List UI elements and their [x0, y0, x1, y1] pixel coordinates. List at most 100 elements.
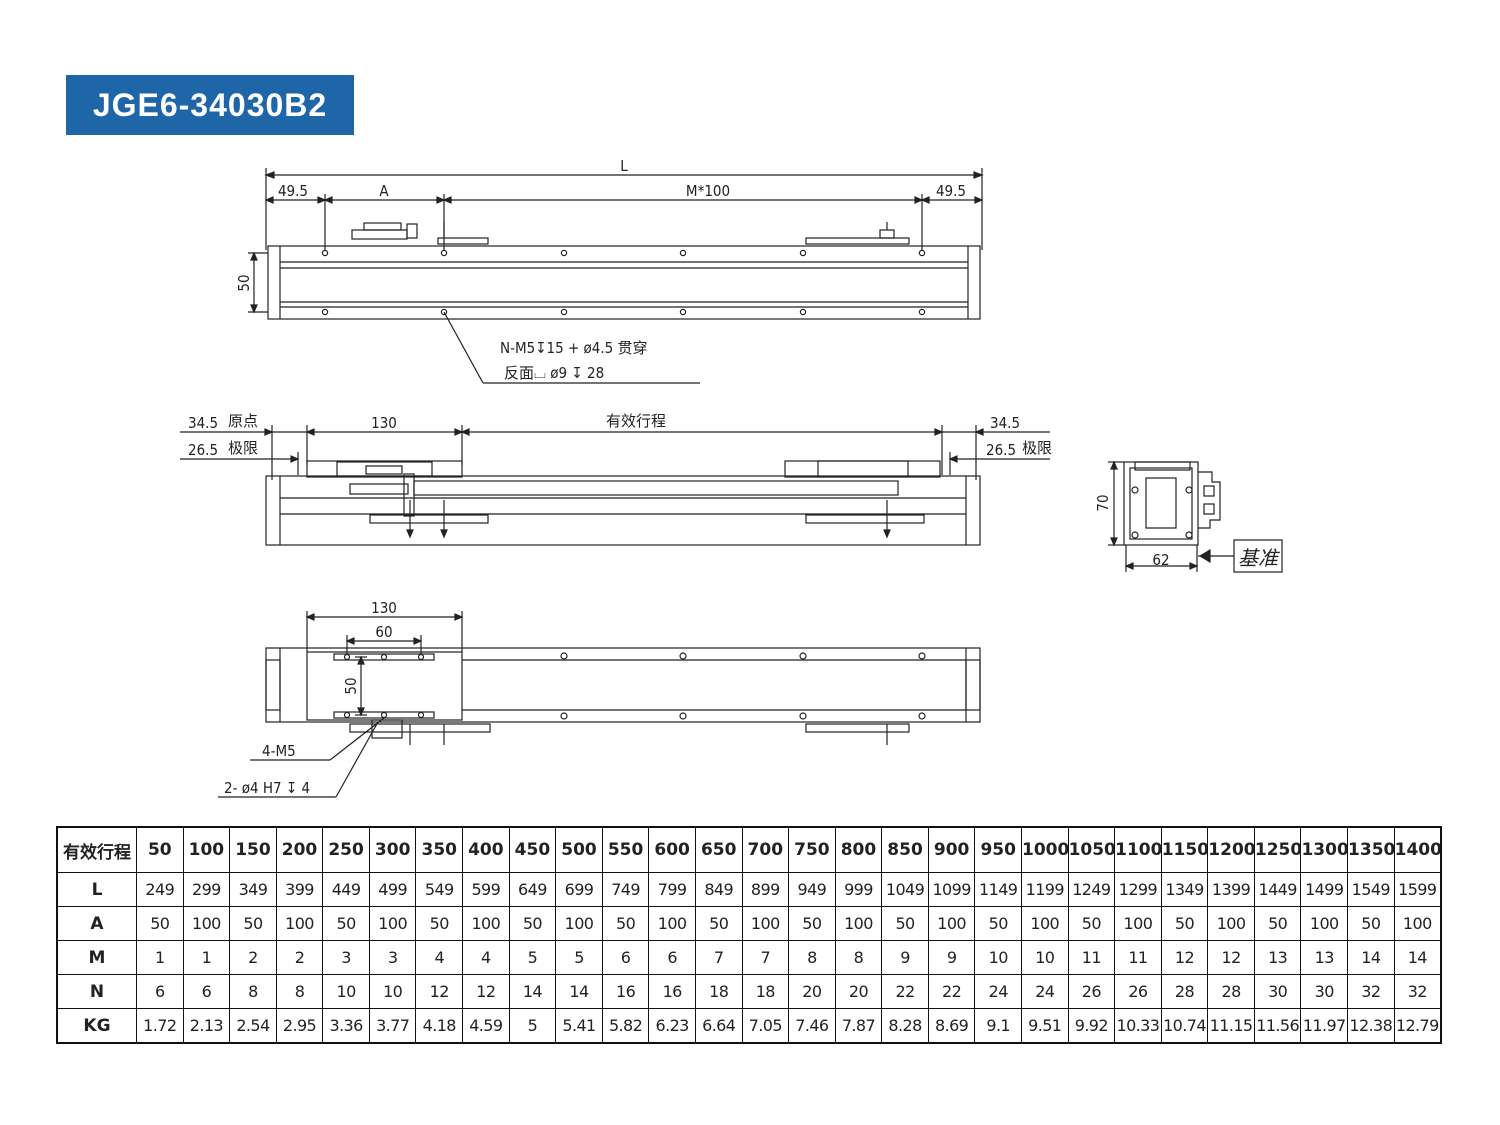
- table-cell: 32: [1347, 974, 1395, 1009]
- table-cell: 2.54: [229, 1008, 277, 1044]
- side-view: 34.5 原点 26.5 极限 130 有效行程 34.5 26.5 极限: [180, 412, 1052, 546]
- table-cell: 50: [974, 906, 1022, 941]
- datum-label: 基准: [1238, 546, 1280, 570]
- stroke-header-cell: 1300: [1300, 826, 1349, 873]
- table-cell: 11: [1067, 940, 1116, 975]
- dim-slider-side: 130: [371, 414, 397, 432]
- table-cell: 349: [229, 872, 277, 907]
- stroke-header-cell: 1100: [1114, 826, 1162, 873]
- table-cell: 599: [462, 872, 510, 907]
- table-cell: 10: [974, 940, 1022, 975]
- table-cell: 30: [1300, 974, 1349, 1009]
- table-cell: 22: [881, 974, 929, 1009]
- table-cell: 1.72: [136, 1008, 184, 1044]
- table-cell: 14: [508, 974, 557, 1009]
- table-cell: 10.33: [1114, 1008, 1162, 1044]
- table-cell: 24: [974, 974, 1022, 1009]
- table-cell: 799: [648, 872, 696, 907]
- stroke-header-cell: 200: [275, 826, 324, 873]
- table-cell: 6: [648, 940, 696, 975]
- table-cell: 8: [834, 940, 883, 975]
- stroke-header-cell: 850: [881, 826, 929, 873]
- dim-origin: 34.5: [188, 414, 218, 432]
- stroke-header-cell: 1250: [1253, 826, 1302, 873]
- stroke-header-cell: 1400: [1393, 826, 1442, 873]
- stroke-header-cell: 350: [415, 826, 464, 873]
- table-cell: 12.38: [1347, 1008, 1395, 1044]
- table-cell: 399: [275, 872, 324, 907]
- table-cell: 7: [741, 940, 790, 975]
- table-cell: 50: [322, 906, 370, 941]
- table-cell: 28: [1207, 974, 1255, 1009]
- table-cell: 6.64: [694, 1008, 743, 1044]
- table-cell: 100: [1393, 906, 1442, 941]
- table-cell: 50: [601, 906, 650, 941]
- table-cell: 1349: [1160, 872, 1209, 907]
- table-cell: 20: [834, 974, 883, 1009]
- table-cell: 100: [275, 906, 324, 941]
- table-cell: 50: [1253, 906, 1302, 941]
- dim-height-label: 50: [235, 274, 253, 291]
- table-cell: 22: [927, 974, 976, 1009]
- table-cell: 9: [881, 940, 929, 975]
- stroke-header-cell: 600: [648, 826, 696, 873]
- dim-total-label: L: [620, 157, 628, 175]
- stroke-header-cell: 1350: [1347, 826, 1395, 873]
- table-cell: 100: [1207, 906, 1255, 941]
- stroke-header-cell: 750: [788, 826, 836, 873]
- table-cell: 100: [462, 906, 510, 941]
- table-cell: 499: [368, 872, 417, 907]
- table-cell: 50: [508, 906, 557, 941]
- table-cell: 249: [136, 872, 184, 907]
- table-cell: 10.74: [1160, 1008, 1209, 1044]
- dim-a-label: A: [379, 182, 389, 200]
- stroke-header-cell: 1200: [1207, 826, 1255, 873]
- model-title: JGE6-34030B2: [66, 75, 354, 135]
- stroke-header-cell: 50: [136, 826, 184, 873]
- table-cell: 1199: [1020, 872, 1069, 907]
- table-cell: 9: [927, 940, 976, 975]
- stroke-header-cell: 450: [508, 826, 557, 873]
- stroke-header-cell: 300: [368, 826, 417, 873]
- table-cell: 899: [741, 872, 790, 907]
- table-cell: 100: [555, 906, 603, 941]
- table-cell: 10: [368, 974, 417, 1009]
- hole-note-line2: 反面⌴ ø9 ↧ 28: [504, 364, 604, 382]
- table-cell: 4: [415, 940, 464, 975]
- table-cell: 50: [788, 906, 836, 941]
- table-cell: 699: [555, 872, 603, 907]
- end-view: 70 62 基准: [1094, 460, 1283, 573]
- table-cell: 100: [648, 906, 696, 941]
- end-dim-height: 70: [1094, 494, 1112, 511]
- table-cell: 949: [788, 872, 836, 907]
- stroke-header-cell: 700: [741, 826, 790, 873]
- table-cell: 2.13: [182, 1008, 231, 1044]
- table-cell: 8.69: [927, 1008, 976, 1044]
- top-view: L 49.5 A M*100 49.5: [235, 157, 984, 384]
- table-cell: 14: [1347, 940, 1395, 975]
- dim-pitch-label: M*100: [686, 182, 730, 200]
- table-cell: 1499: [1300, 872, 1349, 907]
- stroke-header-cell: 900: [927, 826, 976, 873]
- table-cell: 449: [322, 872, 370, 907]
- table-cell: 50: [1067, 906, 1116, 941]
- label-right-limit: 极限: [1022, 439, 1052, 457]
- stroke-header-cell: 950: [974, 826, 1022, 873]
- header-label: 有效行程: [56, 826, 137, 873]
- note-tapped: 4-M5: [262, 742, 296, 760]
- table-cell: 5.41: [555, 1008, 603, 1044]
- table-cell: 16: [648, 974, 696, 1009]
- table-cell: 100: [741, 906, 790, 941]
- stroke-header-cell: 1150: [1160, 826, 1209, 873]
- table-cell: 3: [368, 940, 417, 975]
- stroke-header-cell: 500: [555, 826, 603, 873]
- table-cell: 32: [1393, 974, 1442, 1009]
- table-cell: 10: [1020, 940, 1069, 975]
- table-cell: 9.51: [1020, 1008, 1069, 1044]
- table-cell: 26: [1114, 974, 1162, 1009]
- table-cell: 14: [555, 974, 603, 1009]
